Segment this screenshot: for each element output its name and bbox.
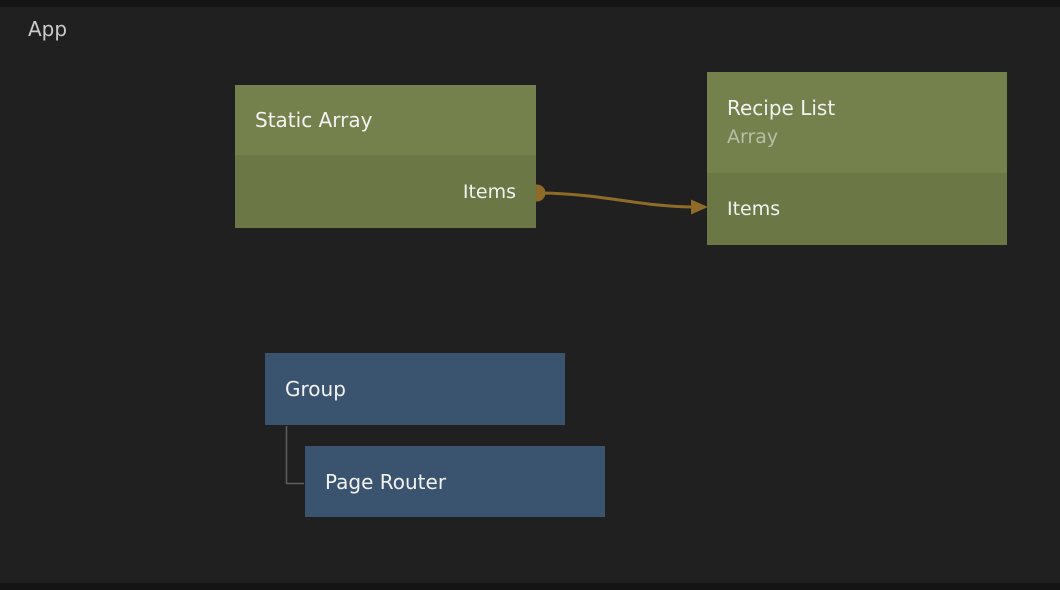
top-letterbox-strip [0, 0, 1060, 7]
node-title: Group [285, 377, 346, 401]
node-static-array-body: Items [235, 155, 536, 228]
wire-arrowhead [691, 199, 708, 215]
node-group[interactable]: Group [265, 353, 565, 425]
node-static-array-header[interactable]: Static Array [235, 85, 536, 155]
port-label: Items [462, 180, 516, 203]
node-title: Recipe List [727, 96, 836, 120]
node-page-router-header[interactable]: Page Router [305, 446, 605, 517]
hierarchy-elbow-connector [285, 426, 304, 485]
node-subtitle: Array [727, 126, 779, 148]
node-recipe-list-header[interactable]: Recipe List Array [707, 72, 1007, 173]
bottom-letterbox-strip [0, 583, 1060, 590]
node-page-router[interactable]: Page Router [305, 446, 605, 517]
output-port-items[interactable]: Items [235, 155, 536, 228]
node-group-header[interactable]: Group [265, 353, 565, 425]
node-recipe-list-body: Items [707, 173, 1007, 245]
canvas-scope-label: App [28, 17, 68, 41]
input-port-items[interactable]: Items [707, 173, 1007, 245]
node-title: Page Router [325, 469, 447, 494]
node-static-array[interactable]: Static Array Items [235, 85, 536, 228]
node-recipe-list[interactable]: Recipe List Array Items [707, 72, 1007, 245]
data-wire-connection[interactable] [541, 191, 693, 209]
node-title: Static Array [255, 108, 373, 132]
port-label: Items [727, 198, 781, 220]
